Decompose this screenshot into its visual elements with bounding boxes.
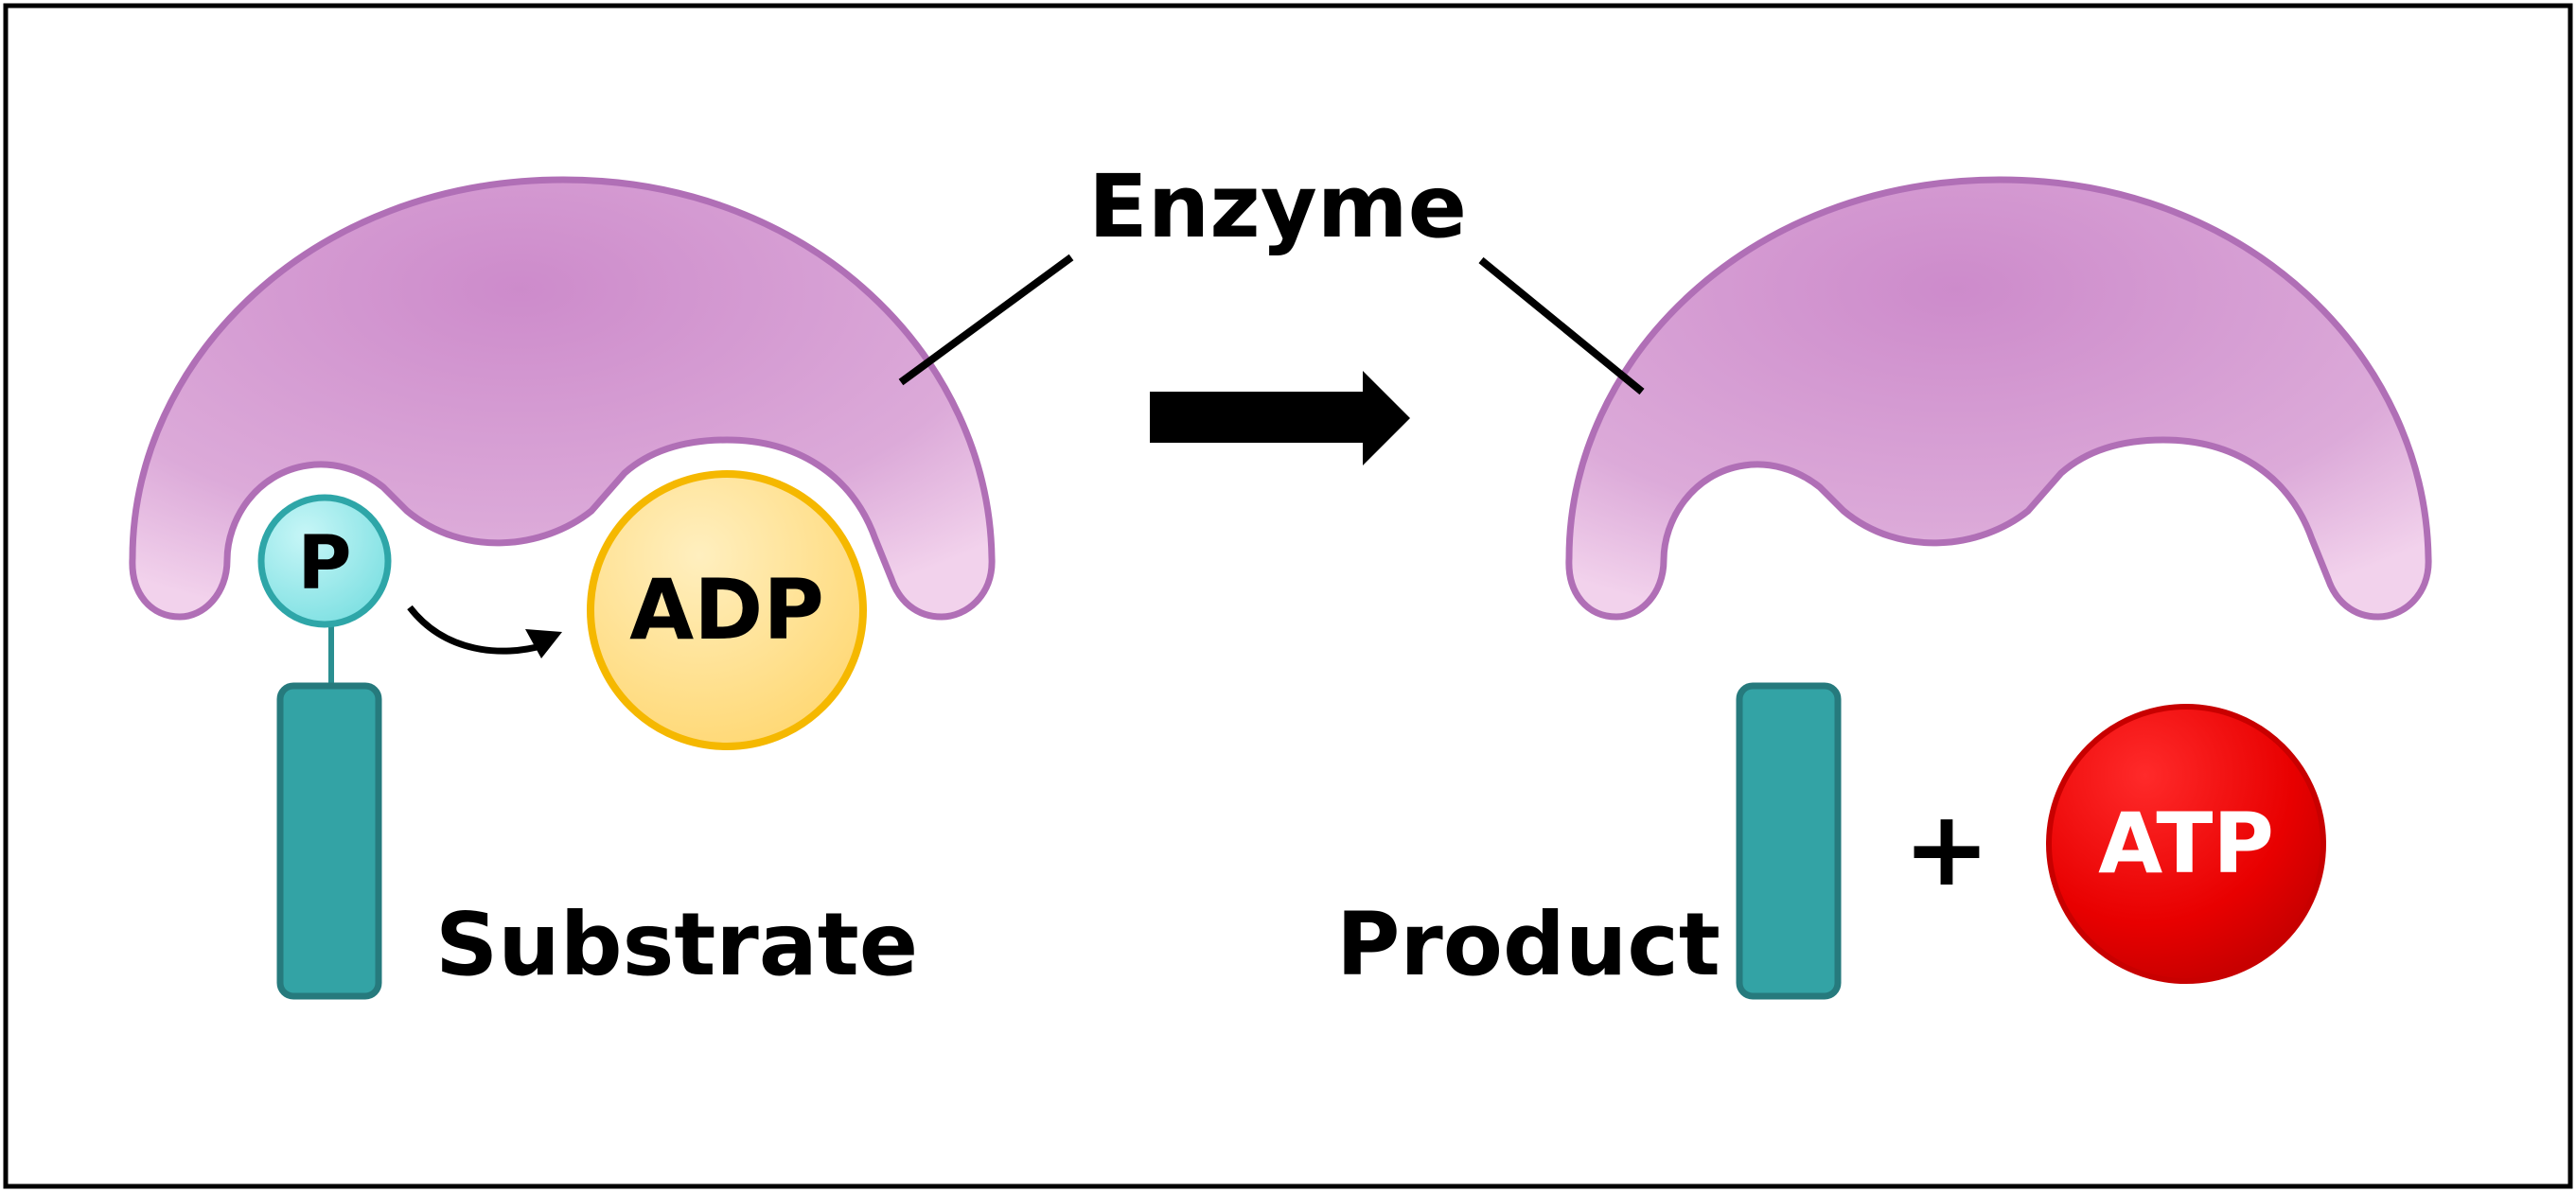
adp-molecule: ADP [587, 470, 867, 750]
enzyme-label: Enzyme [1088, 156, 1467, 257]
adp-label: ADP [629, 561, 824, 658]
transfer-arrow [407, 605, 562, 658]
atp-molecule: ATP [2046, 704, 2326, 984]
phosphate-circle [257, 494, 392, 628]
enzyme-right [1565, 176, 2432, 621]
transfer-arrow-head [525, 629, 562, 658]
product-bar [1736, 682, 1842, 1000]
reaction-arrow [1150, 371, 1410, 465]
enzyme-right-shape [1565, 176, 2432, 621]
atp-label: ATP [2098, 795, 2274, 892]
enzyme-pointer-left [898, 254, 1074, 386]
substrate-bar [276, 682, 382, 1000]
frame-border [3, 3, 2573, 1189]
enzyme-left-shape [129, 176, 996, 621]
substrate-label: Substrate [435, 894, 918, 995]
atp-circle [2046, 704, 2326, 984]
transfer-arrow-curve [407, 605, 545, 655]
enzyme-pointer-right [1478, 256, 1645, 395]
product-label: Product [1336, 894, 1720, 995]
enzyme-left [129, 176, 996, 621]
plus-sign: + [1903, 788, 1990, 909]
adp-circle [587, 470, 867, 750]
reaction-arrow-shape [1150, 371, 1410, 465]
phosphate-label: P [297, 521, 351, 606]
substrate-complex: P [257, 494, 392, 1000]
